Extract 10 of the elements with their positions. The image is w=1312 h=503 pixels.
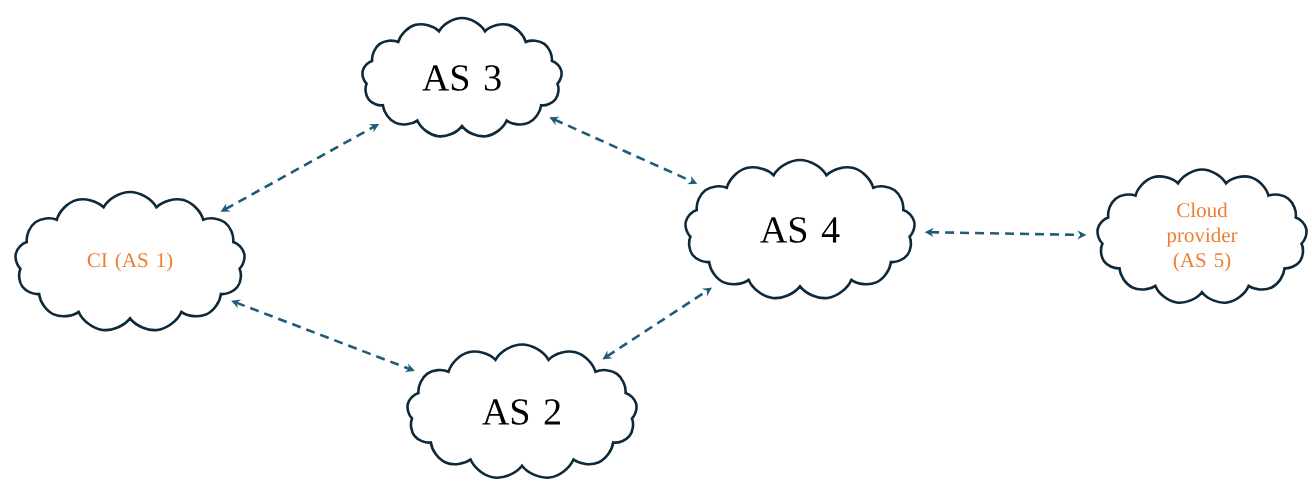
- cloud-shape: [361, 16, 563, 138]
- node-label: CI (AS 1): [87, 252, 173, 272]
- node-label: AS 4: [760, 217, 840, 243]
- node-label: AS 2: [482, 399, 561, 425]
- cloud-shape: [684, 158, 916, 300]
- node-label: Cloud provider (AS 5): [1166, 202, 1238, 272]
- node-label: AS 3: [422, 65, 501, 91]
- cloud-shape: [1096, 168, 1308, 304]
- cloud-shape: [406, 343, 638, 479]
- cloud-shape: [14, 190, 246, 332]
